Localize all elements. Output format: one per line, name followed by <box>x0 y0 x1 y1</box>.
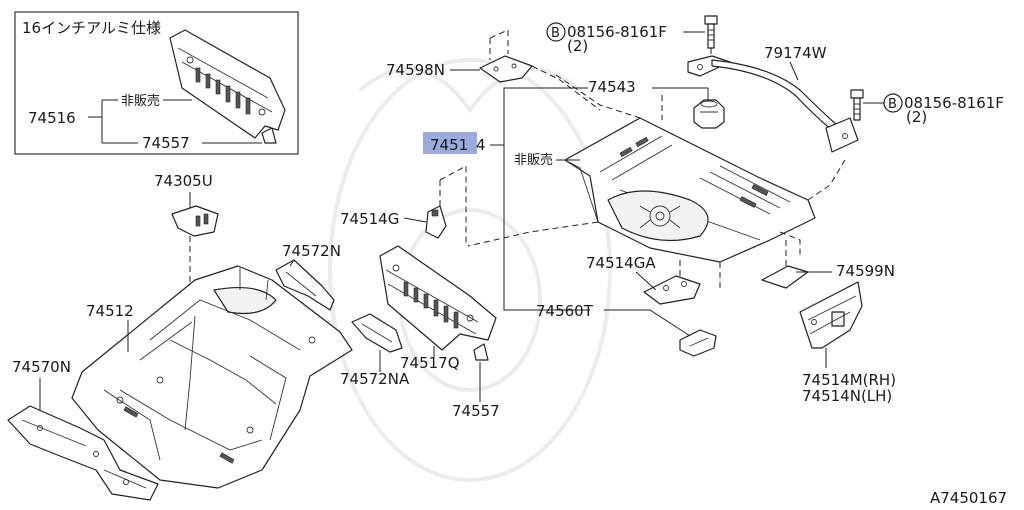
label-74572N[interactable]: 74572N <box>282 242 341 260</box>
label-74557[interactable]: 74557 <box>452 402 500 420</box>
dash-74598N-up <box>489 29 509 60</box>
label-74517Q[interactable]: 74517Q <box>400 354 460 372</box>
bolt-right-drawing[interactable] <box>850 89 864 121</box>
part-74514GA-drawing[interactable] <box>643 275 701 305</box>
part-79174W-drawing[interactable] <box>687 55 859 153</box>
label-not-for-sale-inset: 非販売 <box>121 93 160 109</box>
part-74514G-drawing[interactable] <box>425 205 447 239</box>
label-74512[interactable]: 74512 <box>86 302 134 320</box>
leader-74543 <box>652 87 709 100</box>
leader-74514G <box>403 217 427 223</box>
part-74514-drawing[interactable] <box>564 117 816 263</box>
inset-panel: 16インチアルミ仕様 74516 非販売 74557 <box>14 11 299 155</box>
part-74512-drawing[interactable] <box>71 265 353 489</box>
part-74516-drawing[interactable] <box>169 29 286 139</box>
leader-74514GA <box>635 271 657 291</box>
leader-74514-up <box>490 87 588 146</box>
leader-79174W <box>789 61 799 81</box>
bolt-top-drawing[interactable] <box>704 15 718 49</box>
label-74514-part-b[interactable]: 4 <box>476 136 486 154</box>
dash-74514G <box>439 165 467 246</box>
diagram-code: A7450167 <box>930 489 1007 507</box>
label-bolt-top-code[interactable]: 08156-8161F <box>567 23 667 41</box>
bolt-badge-top-letter: B <box>551 26 560 41</box>
dash-main-floor-bottom <box>719 231 801 290</box>
part-74572NA-drawing[interactable] <box>351 313 403 353</box>
leader-74516 <box>88 99 138 144</box>
label-74570N[interactable]: 74570N <box>12 358 71 376</box>
label-74599N[interactable]: 74599N <box>836 262 895 280</box>
inset-frame <box>14 11 299 155</box>
label-74514GA[interactable]: 74514GA <box>586 254 656 272</box>
label-79174W[interactable]: 79174W <box>764 44 827 62</box>
part-74517Q-drawing[interactable] <box>379 245 497 351</box>
label-74598N[interactable]: 74598N <box>386 61 445 79</box>
watermark-emblem <box>328 58 612 482</box>
part-74557-drawing[interactable] <box>473 343 489 361</box>
label-74557-inset[interactable]: 74557 <box>142 134 190 152</box>
label-74514G[interactable]: 74514G <box>340 210 399 228</box>
part-74305U-drawing[interactable] <box>171 205 219 237</box>
label-not-for-sale: 非販売 <box>514 152 553 168</box>
label-74543[interactable]: 74543 <box>588 78 636 96</box>
label-74514M[interactable]: 74514M(RH) <box>802 371 896 389</box>
part-74557-inset-drawing[interactable] <box>261 127 277 144</box>
highlight-74514 <box>423 132 477 154</box>
leader-74572N <box>289 259 295 267</box>
bolt-badge-top <box>546 22 566 42</box>
part-74598N-drawing[interactable] <box>479 55 533 83</box>
label-74516[interactable]: 74516 <box>28 109 76 127</box>
part-74570N-drawing[interactable] <box>7 405 159 501</box>
label-74305U[interactable]: 74305U <box>154 172 213 190</box>
dash-main-floor-right <box>807 159 846 201</box>
part-74543-drawing[interactable] <box>693 99 725 129</box>
bolt-badge-right-letter: B <box>888 97 897 112</box>
leader-74560T <box>604 309 691 337</box>
leader-74514-down <box>503 145 590 311</box>
part-74572N-drawing[interactable] <box>275 259 335 311</box>
label-bolt-right-qty: (2) <box>906 108 927 126</box>
label-74560T[interactable]: 74560T <box>536 302 594 320</box>
label-bolt-top-qty: (2) <box>567 37 588 55</box>
label-bolt-right-code[interactable]: 08156-8161F <box>904 94 1004 112</box>
dash-main-floor-top <box>555 74 663 120</box>
part-74514M-74514N-drawing[interactable] <box>799 281 863 349</box>
label-74514-part-a[interactable]: 7451 <box>430 136 468 154</box>
dash-main-floor-left <box>467 221 599 247</box>
inset-title: 16インチアルミ仕様 <box>22 19 161 37</box>
part-74560T-drawing[interactable] <box>679 329 717 357</box>
label-74514N[interactable]: 74514N(LH) <box>802 387 892 405</box>
label-74572NA[interactable]: 74572NA <box>340 370 410 388</box>
part-74599N-drawing[interactable] <box>761 265 809 289</box>
